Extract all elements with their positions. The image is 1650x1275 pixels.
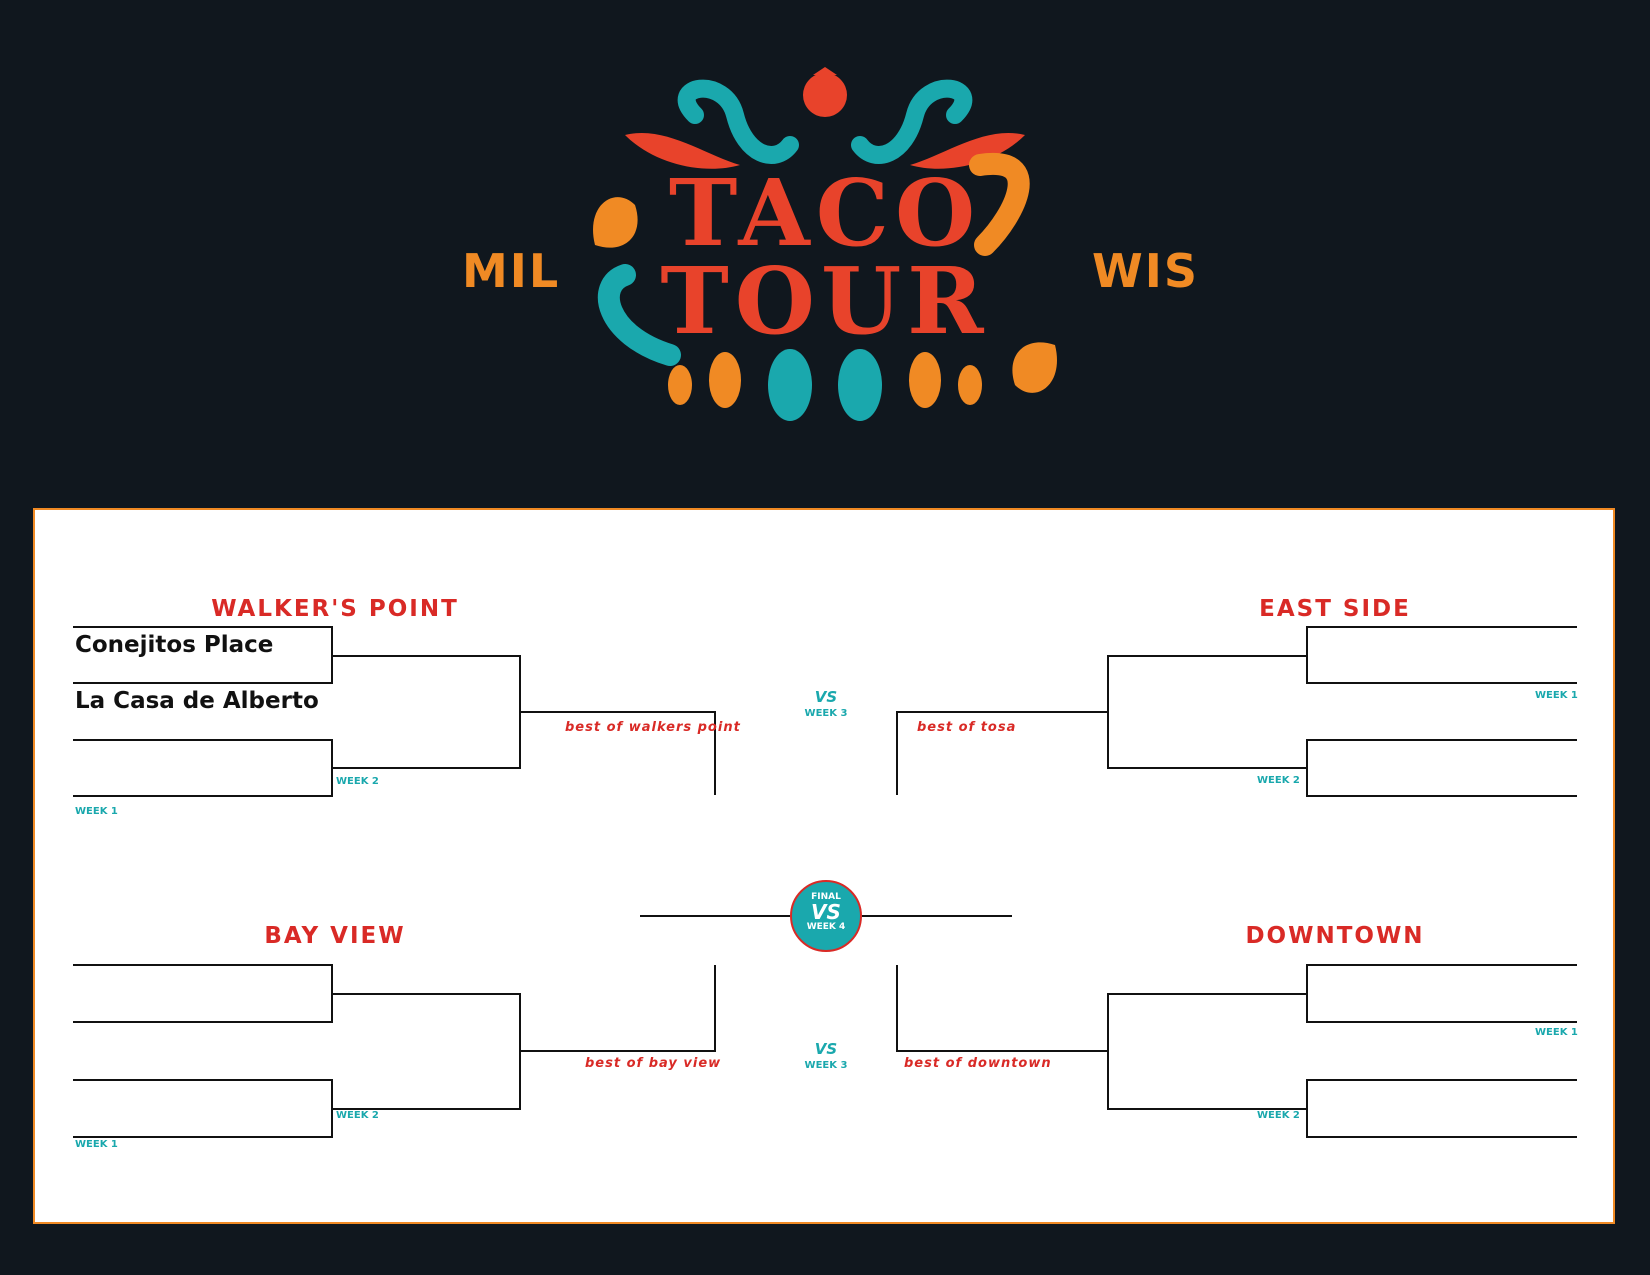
region-east-side: EAST SIDE [1259,596,1411,622]
week2-label: WEEK 2 [1257,775,1300,786]
week2-label: WEEK 2 [336,776,379,787]
bracket-line [520,711,716,795]
week3-label-bottom: WEEK 3 [804,1060,848,1071]
bracket-line [896,965,1108,1052]
week1-label: WEEK 1 [75,1139,118,1150]
week2-label: WEEK 2 [336,1110,379,1121]
bracket-line [1107,655,1307,769]
bracket-line [520,965,716,1052]
final-badge: FINAL VS WEEK 4 [790,880,862,952]
bracket-line [73,964,333,1023]
bracket-line [73,1079,333,1138]
week1-label: WEEK 1 [1535,1027,1578,1038]
bracket-line [1107,993,1307,1110]
region-walkers-point: WALKER'S POINT [211,596,459,622]
week1-label: WEEK 1 [1535,690,1578,701]
vs-top: VS [814,688,838,706]
week3-label-top: WEEK 3 [804,708,848,719]
best-of-downtown: best of downtown [904,1056,1052,1071]
bracket-line [332,993,521,1110]
team-slot-1[interactable]: Conejitos Place [75,632,274,658]
bracket-board: WALKER'S POINT EAST SIDE BAY VIEW DOWNTO… [33,508,1615,1224]
taco-tour-logo: TACO TOUR [575,55,1075,455]
bracket-line [1306,626,1577,684]
bracket-lines [73,626,1577,1138]
bracket-line [73,739,333,797]
week4-label: WEEK 4 [806,922,846,932]
best-of-bay-view: best of bay view [585,1056,722,1071]
team-slot-2[interactable]: La Casa de Alberto [75,688,319,714]
week2-label: WEEK 2 [1257,1110,1300,1121]
vs-bottom: VS [814,1040,838,1058]
bracket-line [1306,964,1577,1023]
bracket-line [332,655,521,769]
logo-text-tour: TOUR [660,247,989,355]
final-label: FINAL [811,892,841,902]
best-of-walkers-point: best of walkers point [565,720,741,735]
week1-label: WEEK 1 [75,806,118,817]
bracket-line [896,711,1108,795]
bracket-line [1306,739,1577,797]
region-downtown: DOWNTOWN [1245,923,1425,949]
region-bay-view: BAY VIEW [264,923,406,949]
city-left-label: MIL [462,244,561,298]
final-vs: VS [811,900,841,924]
best-of-tosa: best of tosa [917,720,1017,735]
logo-text-taco: TACO [669,159,981,267]
bracket-line [1306,1079,1577,1138]
city-right-label: WIS [1092,244,1199,298]
